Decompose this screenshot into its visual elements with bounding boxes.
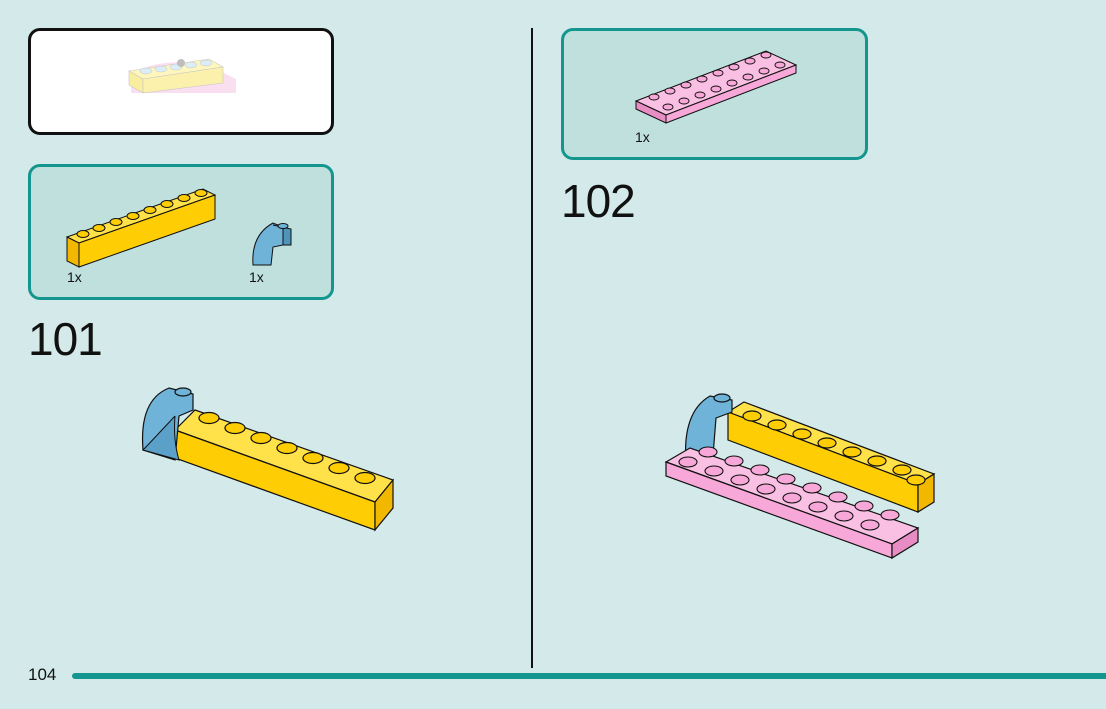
step-number: 101 bbox=[28, 313, 103, 365]
pink-plate-2x8-icon bbox=[634, 50, 798, 124]
part-quantity: 1x bbox=[249, 269, 264, 285]
part-quantity: 1x bbox=[67, 269, 82, 285]
subassembly-preview-box bbox=[28, 28, 334, 135]
parts-box-step-102: 1x bbox=[561, 28, 868, 160]
blue-curved-slope-icon bbox=[252, 222, 292, 266]
step-102-assembly-illustration bbox=[664, 393, 936, 560]
step-101-assembly-illustration bbox=[141, 387, 395, 532]
step-number: 102 bbox=[561, 175, 636, 227]
yellow-brick-1x8-icon bbox=[65, 188, 217, 268]
parts-box-step-101: 1x 1x bbox=[28, 164, 334, 300]
part-quantity: 1x bbox=[635, 129, 650, 145]
faded-assembly-icon bbox=[128, 58, 236, 94]
footer-bar bbox=[72, 673, 1106, 679]
page-number: 104 bbox=[28, 665, 57, 684]
column-divider bbox=[531, 28, 533, 668]
